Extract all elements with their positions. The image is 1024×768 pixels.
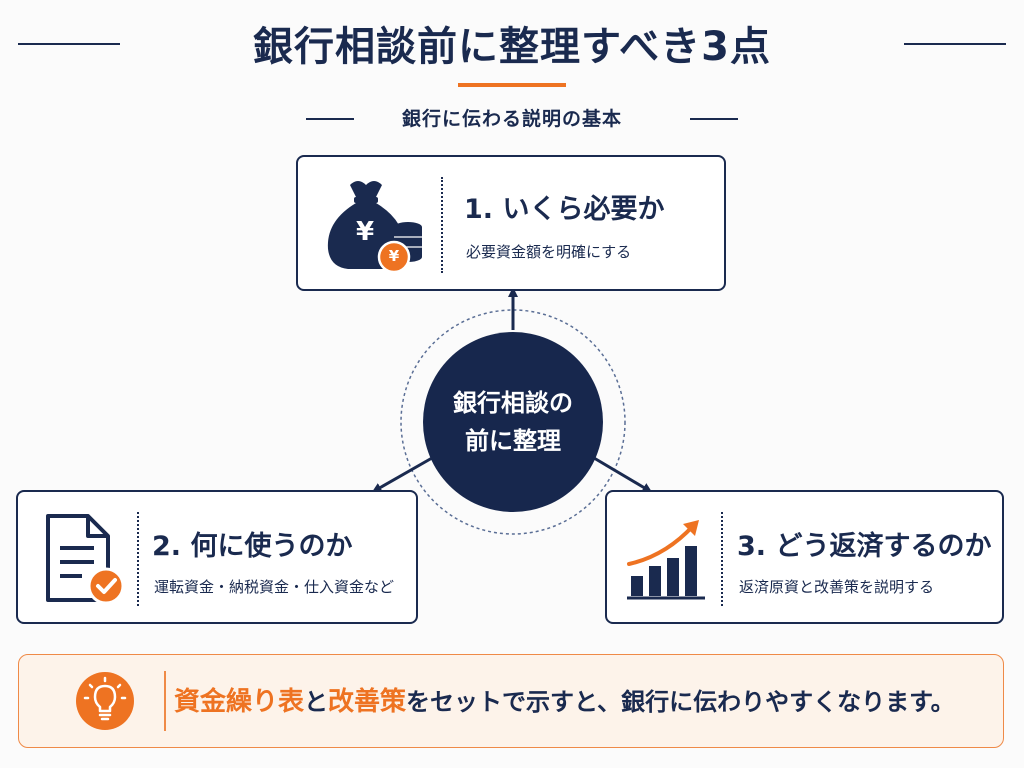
yen-symbol-coin: ¥ xyxy=(388,247,400,265)
growth-chart-icon xyxy=(625,514,717,604)
card-divider xyxy=(441,177,443,273)
lightbulb-icon xyxy=(75,671,135,731)
key-message-banner: 資金繰り表と改善策をセットで示すと、銀行に伝わりやすくなります。 xyxy=(18,654,1004,748)
card-repayment-plan: 3. どう返済するのか 返済原資と改善策を説明する xyxy=(605,490,1004,624)
yen-symbol-bag: ¥ xyxy=(355,217,375,247)
money-bag-yen-icon xyxy=(322,175,432,275)
banner-divider xyxy=(164,671,166,731)
banner-highlight-improvement: 改善策 xyxy=(328,687,407,717)
card-divider xyxy=(721,512,723,606)
center-hub: 銀行相談の 前に整理 xyxy=(423,332,603,512)
subtitle-rule-left xyxy=(306,118,354,120)
page-subtitle: 銀行に伝わる説明の基本 xyxy=(401,108,622,130)
card-title: 1. いくら必要か xyxy=(464,194,665,225)
card-description: 運転資金・納税資金・仕入資金など xyxy=(154,578,395,596)
banner-text-connector: と xyxy=(304,688,329,716)
document-check-icon xyxy=(38,512,128,608)
arrow-to-card-3 xyxy=(593,456,653,493)
banner-message: 資金繰り表と改善策をセットで示すと、銀行に伝わりやすくなります。 xyxy=(174,681,955,718)
card-description: 返済原資と改善策を説明する xyxy=(739,578,935,596)
banner-highlight-cashflow: 資金繰り表 xyxy=(174,687,305,717)
card-amount-needed: ¥ ¥ 1. いくら必要か 必要資金額を明確にする xyxy=(296,155,726,291)
arrow-to-card-2 xyxy=(371,456,433,493)
card-title: 2. 何に使うのか xyxy=(152,531,353,562)
banner-text-rest: をセットで示すと、銀行に伝わりやすくなります。 xyxy=(406,688,955,716)
subtitle-rule-right xyxy=(690,118,738,120)
page-title: 銀行相談前に整理すべき3点 xyxy=(252,24,772,70)
card-description: 必要資金額を明確にする xyxy=(466,243,632,261)
title-accent-bar xyxy=(458,83,566,87)
card-divider xyxy=(137,512,139,606)
center-hub-line-1: 銀行相談の xyxy=(453,389,573,417)
center-dotted-ring xyxy=(400,309,626,535)
card-title: 3. どう返済するのか xyxy=(737,531,992,562)
title-rule-right xyxy=(904,43,1006,45)
card-use-of-funds: 2. 何に使うのか 運転資金・納税資金・仕入資金など xyxy=(16,490,418,624)
title-rule-left xyxy=(18,43,120,45)
center-hub-line-2: 前に整理 xyxy=(465,427,561,455)
